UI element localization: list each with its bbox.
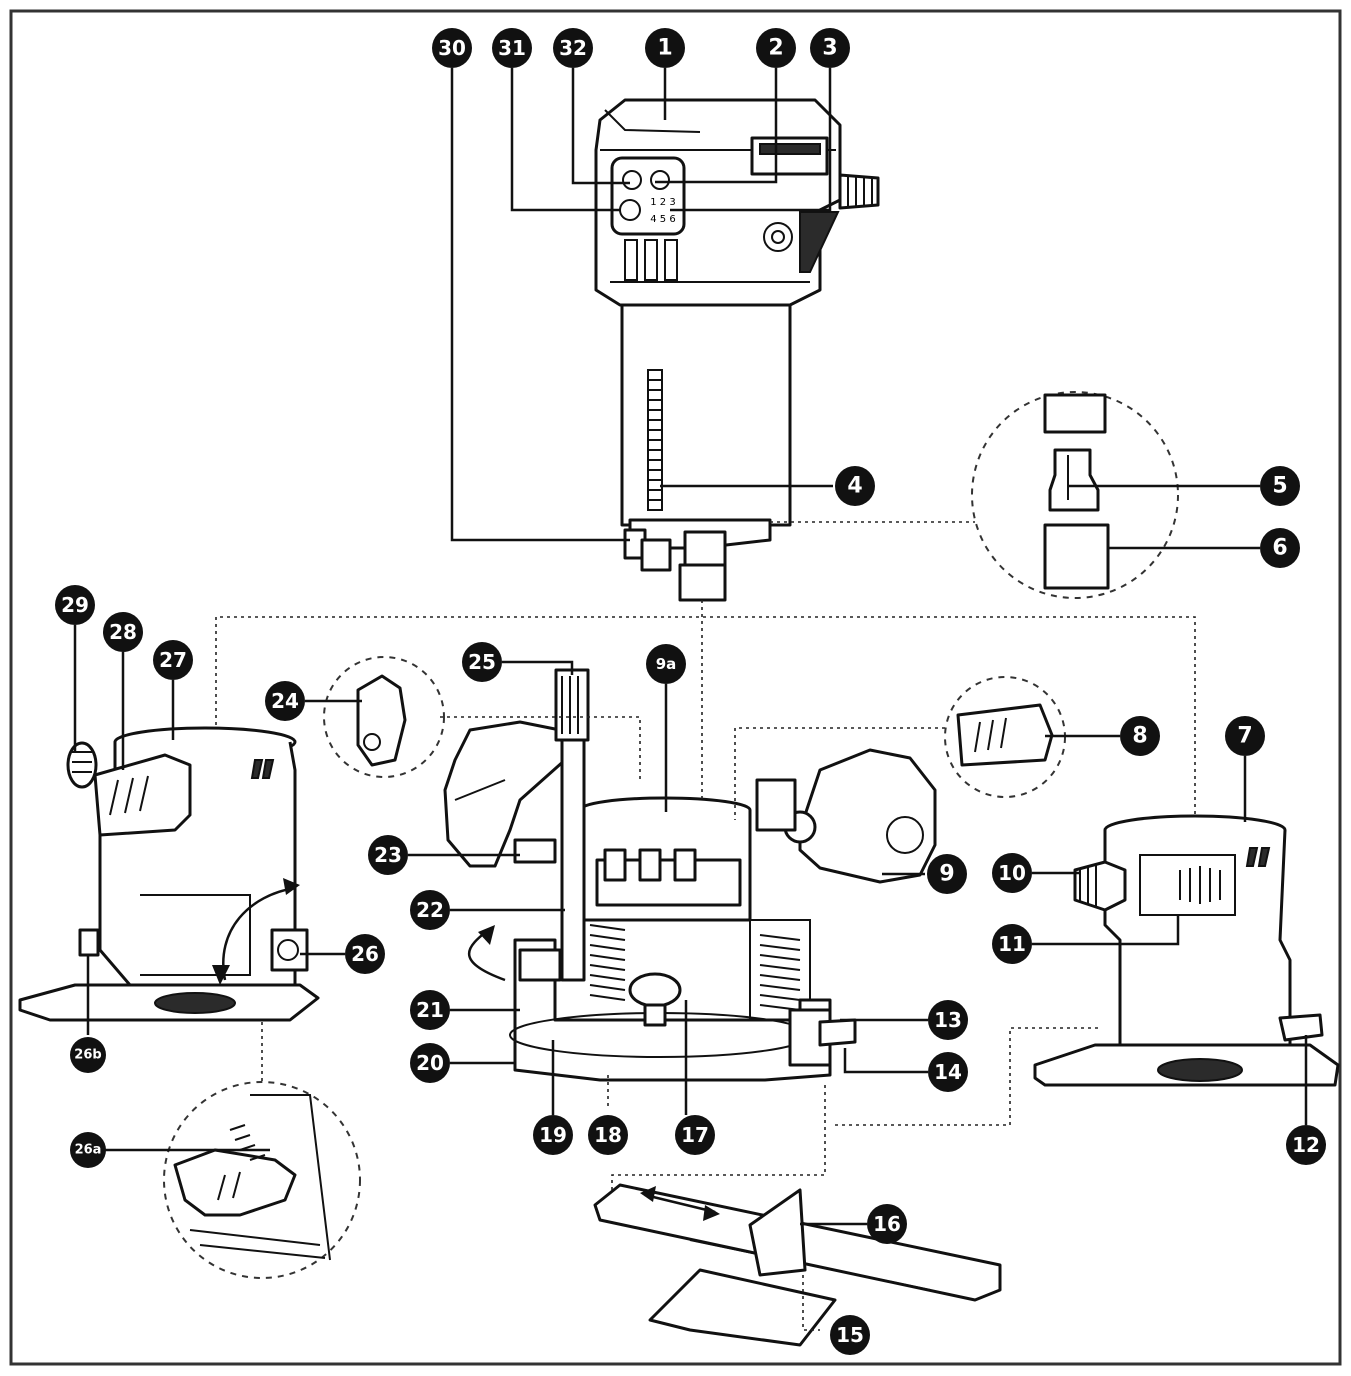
callout-22-label: 22 [416,898,444,922]
leader-lines [73,68,1308,1226]
callout-28-label: 28 [109,620,137,644]
callout-21: 21 [410,990,450,1030]
fixed-base-right [1033,814,1340,1087]
callout-5: 5 [1260,466,1300,506]
plunge-base [443,668,937,1082]
callout-1: 1 [645,28,685,68]
callout-1-label: 1 [657,36,672,61]
callout-2-label: 2 [768,36,783,61]
callout-29: 29 [55,585,95,625]
callout-26b-label: 26b [74,1048,101,1063]
callout-16: 16 [867,1204,907,1244]
callout-7-label: 7 [1237,724,1252,749]
callout-11-label: 11 [998,932,1026,956]
lock-detail-24 [323,656,445,778]
callout-9-label: 9 [939,862,954,887]
callout-26a: 26a [70,1132,106,1168]
callout-2: 2 [756,28,796,68]
callout-28: 28 [103,612,143,652]
callout-13: 13 [928,1000,968,1040]
callout-14-label: 14 [934,1060,962,1084]
callout-8-label: 8 [1132,724,1147,749]
callout-15-label: 15 [836,1323,864,1347]
callout-32-label: 32 [559,36,587,60]
callout-15: 15 [830,1315,870,1355]
callout-3: 3 [810,28,850,68]
fixed-base-left [18,726,320,1022]
callout-10-label: 10 [998,861,1026,885]
callout-9a: 9a [646,644,686,684]
speed-scale-bottom: 4 5 6 [650,214,675,225]
callout-12-label: 12 [1292,1133,1320,1157]
callout-6: 6 [1260,528,1300,568]
callout-32: 32 [553,28,593,68]
callout-25-label: 25 [468,650,496,674]
callout-26b: 26b [70,1037,106,1073]
callout-13-label: 13 [934,1008,962,1032]
callout-19-label: 19 [539,1123,567,1147]
assembly-lines [215,521,1196,1331]
callout-24: 24 [265,681,305,721]
scale-detail-26a [163,1081,361,1279]
callout-17-label: 17 [681,1123,709,1147]
callout-22: 22 [410,890,450,930]
callout-26-label: 26 [351,942,379,966]
callout-12: 12 [1286,1125,1326,1165]
callout-30-label: 30 [438,36,466,60]
callout-5-label: 5 [1272,474,1287,499]
callout-27: 27 [153,640,193,680]
callout-8: 8 [1120,716,1160,756]
collet-detail [971,391,1179,599]
callout-20: 20 [410,1043,450,1083]
motor-unit: 1 2 3 4 5 6 [594,98,880,602]
callout-18: 18 [588,1115,628,1155]
callout-6-label: 6 [1272,536,1287,561]
callout-10: 10 [992,853,1032,893]
callout-4: 4 [835,466,875,506]
callout-3-label: 3 [822,36,837,61]
callout-31-label: 31 [498,36,526,60]
callout-30: 30 [432,28,472,68]
callout-14: 14 [928,1052,968,1092]
edge-guide [593,1183,1002,1347]
callout-24-label: 24 [271,689,299,713]
callout-19: 19 [533,1115,573,1155]
callout-31: 31 [492,28,532,68]
callout-26a-label: 26a [75,1143,102,1158]
callout-23: 23 [368,835,408,875]
callout-23-label: 23 [374,843,402,867]
callout-9a-label: 9a [656,655,677,673]
callout-29-label: 29 [61,593,89,617]
diagram-frame [9,9,1342,1366]
callout-16-label: 16 [873,1212,901,1236]
callout-9: 9 [927,854,967,894]
callout-25: 25 [462,642,502,682]
callout-11: 11 [992,924,1032,964]
callout-4-label: 4 [847,474,862,499]
callout-20-label: 20 [416,1051,444,1075]
callout-26: 26 [345,934,385,974]
callout-18-label: 18 [594,1123,622,1147]
speed-scale-top: 1 2 3 [650,197,675,208]
callout-7: 7 [1225,716,1265,756]
callout-27-label: 27 [159,648,187,672]
callout-21-label: 21 [416,998,444,1022]
callout-17: 17 [675,1115,715,1155]
